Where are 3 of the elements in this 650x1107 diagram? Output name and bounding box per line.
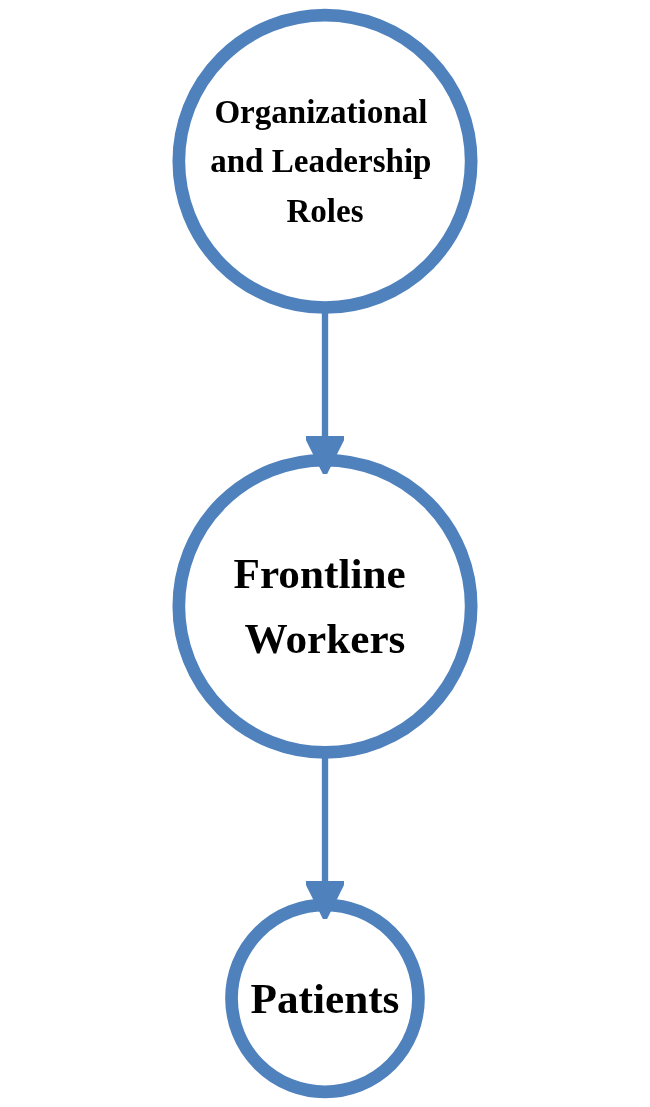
node-circle: Frontline Workers	[172, 453, 478, 759]
node-circle: Organizational and Leadership Roles	[172, 8, 478, 314]
node-circle: Patients	[225, 898, 425, 1099]
